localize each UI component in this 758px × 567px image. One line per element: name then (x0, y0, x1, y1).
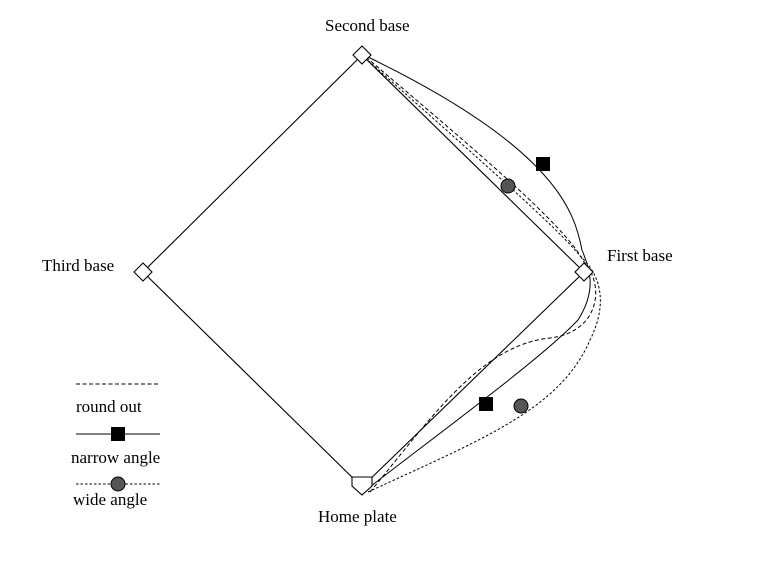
legend-wide-angle-marker (110, 476, 126, 492)
legend-narrow-angle-marker (111, 427, 125, 441)
wide-angle-marker-upper (500, 178, 516, 194)
round-out-path (366, 57, 597, 493)
second-base-marker (352, 45, 372, 65)
first-base-marker (574, 262, 594, 282)
legend-round-out-label: round out (76, 397, 142, 416)
second-base-label: Second base (325, 16, 410, 35)
narrow-angle-path (365, 56, 591, 491)
home-plate-label: Home plate (318, 507, 397, 526)
narrow-angle-marker-upper (536, 157, 550, 171)
wide-angle-path (363, 56, 601, 493)
legend-narrow-angle-label: narrow angle (71, 448, 161, 467)
first-base-label: First base (607, 246, 673, 265)
third-base-label: Third base (42, 256, 115, 275)
legend-wide-angle-label: wide angle (73, 490, 148, 509)
diamond-outline (142, 54, 585, 488)
narrow-angle-marker-lower (479, 397, 493, 411)
home-plate-marker (351, 476, 373, 496)
wide-angle-marker-lower (513, 398, 529, 414)
third-base-marker (133, 262, 153, 282)
